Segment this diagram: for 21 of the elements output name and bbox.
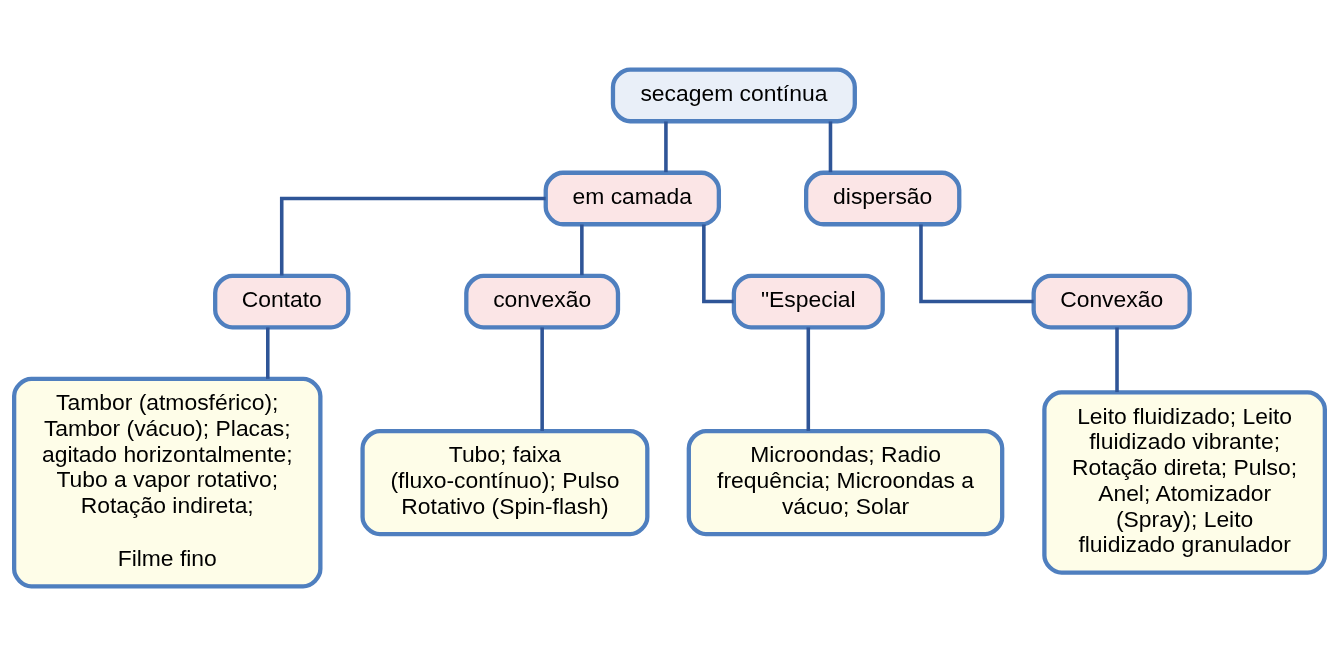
node-box: dispersão <box>804 170 962 226</box>
connector <box>919 224 1034 303</box>
connector <box>702 224 734 303</box>
node-box: Microondas; Radio frequência; Microondas a vácuo; Solar <box>686 428 1005 536</box>
node-box: Tubo; faixa (fluxo-contínuo); Pulso Rotativo (Spin-flash) <box>360 428 650 536</box>
node-box: em camada <box>543 170 721 226</box>
node-box: convexão <box>464 273 621 329</box>
connector <box>279 196 546 276</box>
node-box: Leito fluidizado; Leito fluidizado vibrante; Rotação direta; Pulso; Anel; Atomizador (Spray); Leito fluidizado granulador <box>1042 389 1327 575</box>
node-box: "Especial <box>731 273 885 329</box>
connector <box>540 326 544 431</box>
node-box: Convexão <box>1031 273 1192 329</box>
connector <box>828 121 833 172</box>
node-box: Contato <box>213 273 351 329</box>
node-box: secagem contínua <box>610 67 857 123</box>
connector <box>1115 326 1119 392</box>
connector <box>664 121 668 172</box>
connector <box>266 326 270 379</box>
connector <box>580 224 584 275</box>
connector <box>806 326 811 431</box>
node-box: Tambor (atmosférico); Tambor (vácuo); Placas; agitado horizontalmente; Tubo a vapor rotativo; Rotação indireta; Filme fino <box>12 376 323 588</box>
